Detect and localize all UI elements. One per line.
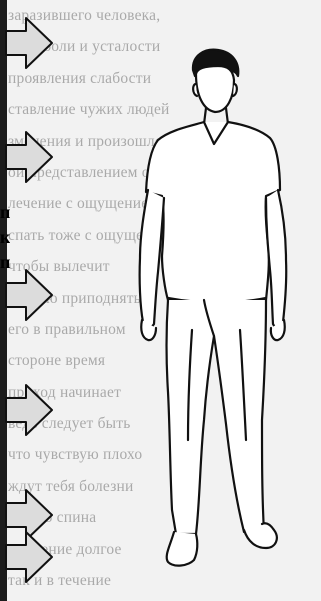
arrow-right-icon [6, 490, 52, 540]
right-arm [266, 190, 286, 328]
arrow-right-icon [6, 132, 52, 182]
left-shoe [167, 532, 198, 566]
arrow-right-icon [6, 270, 52, 320]
arrow-column [6, 18, 52, 582]
arrow-right-icon [6, 532, 52, 582]
torso [146, 122, 280, 300]
head [196, 66, 234, 112]
trousers [167, 300, 267, 534]
left-arm [140, 190, 164, 328]
standing-man [140, 50, 287, 566]
arrow-right-icon [6, 385, 52, 435]
arrow-right-icon [6, 18, 52, 68]
